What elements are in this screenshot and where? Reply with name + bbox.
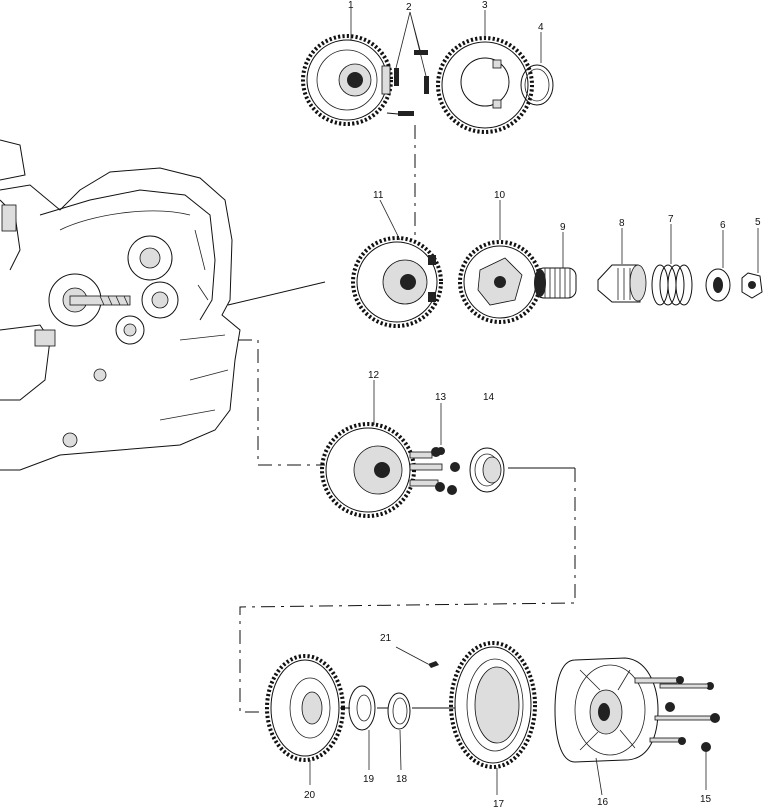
spring-set-2 — [394, 50, 429, 116]
bearing-14 — [469, 447, 505, 493]
callout-12: 12 — [368, 370, 380, 381]
nut-5 — [741, 272, 763, 299]
gear-1 — [301, 34, 393, 126]
callout-6: 6 — [720, 220, 726, 231]
callout-labels: 1 2 3 4 5 6 7 8 9 10 11 12 13 14 15 16 1… — [304, 0, 761, 809]
gear-11 — [351, 236, 443, 328]
callout-17: 17 — [493, 799, 505, 809]
splined-bushing-9 — [534, 267, 577, 299]
sleeve-8 — [597, 264, 647, 303]
gear-3 — [436, 36, 534, 134]
callout-16: 16 — [597, 797, 609, 808]
bolts-15 — [634, 676, 720, 752]
callout-5: 5 — [755, 217, 761, 228]
callout-3: 3 — [482, 0, 488, 11]
callout-18: 18 — [396, 774, 408, 785]
washer-18 — [387, 692, 411, 730]
gear-20 — [265, 654, 345, 762]
callout-20: 20 — [304, 790, 316, 801]
callout-2: 2 — [406, 2, 412, 13]
bolts-13 — [409, 447, 460, 495]
callout-19: 19 — [363, 774, 375, 785]
leader-lines — [309, 8, 759, 796]
rotor-housing-16 — [554, 657, 659, 763]
washer-6 — [705, 268, 731, 302]
spring-7 — [651, 264, 693, 306]
washer-19 — [348, 685, 376, 731]
engine-crankcase — [0, 139, 241, 471]
callout-4: 4 — [538, 22, 544, 33]
callout-1: 1 — [348, 0, 354, 11]
callout-11: 11 — [373, 190, 384, 201]
callout-9: 9 — [560, 222, 566, 233]
callout-7: 7 — [668, 214, 674, 225]
snap-ring-4 — [520, 64, 554, 106]
key-21 — [428, 661, 439, 668]
callout-14: 14 — [483, 392, 495, 403]
ring-gear-17 — [449, 641, 537, 769]
callout-8: 8 — [619, 218, 625, 229]
callout-13: 13 — [435, 392, 447, 403]
callout-21: 21 — [380, 633, 392, 644]
crankshaft — [69, 295, 131, 306]
gear-12 — [320, 422, 416, 518]
callout-15: 15 — [700, 794, 712, 805]
gear-10 — [458, 240, 542, 324]
callout-10: 10 — [494, 190, 506, 201]
assembly-lines — [227, 112, 576, 713]
